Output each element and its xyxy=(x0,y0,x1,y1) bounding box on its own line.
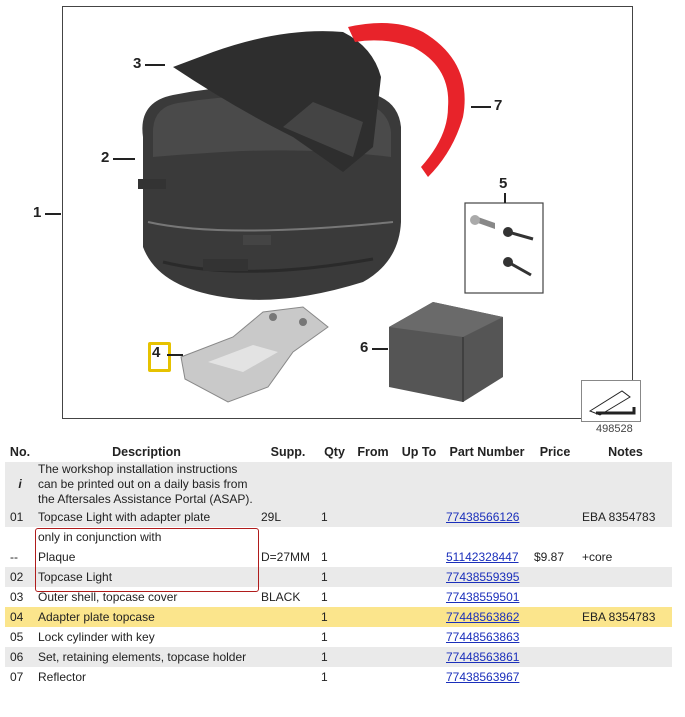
callout-4: 4 xyxy=(152,344,161,361)
table-row-highlighted: 04 Adapter plate topcase 1 77448563862 E… xyxy=(5,607,672,627)
adapter-plate-illustration xyxy=(180,306,329,403)
illustration-number: 498528 xyxy=(596,423,633,435)
part-number-link[interactable]: 77438559501 xyxy=(446,589,520,604)
row-qty: 1 xyxy=(318,567,351,587)
retaining-elements-illustration xyxy=(464,202,544,294)
plaque-box-illustration xyxy=(389,302,503,402)
row-qty: 1 xyxy=(321,589,328,604)
row-no: 07 xyxy=(10,669,24,684)
row-price xyxy=(531,507,579,527)
table-row: 06 Set, retaining elements, topcase hold… xyxy=(5,647,672,667)
table-row: 02 Topcase Light 1 77438559395 xyxy=(5,567,672,587)
callout-4-highlight xyxy=(148,342,171,372)
callout-2: 2 xyxy=(101,149,110,166)
info-icon: i xyxy=(5,462,35,507)
header-part-number: Part Number xyxy=(443,441,531,462)
header-no: No. xyxy=(5,441,35,462)
row-no: 04 xyxy=(5,607,35,627)
arrow-corner-icon xyxy=(581,380,641,422)
row-supp: 29L xyxy=(258,507,318,527)
row-qty: 1 xyxy=(321,549,328,564)
row-part-number[interactable]: 77438566126 xyxy=(443,507,531,527)
callout-5: 5 xyxy=(499,175,508,192)
callout-6: 6 xyxy=(360,339,369,356)
row-qty: 1 xyxy=(318,647,351,667)
leader-line-6 xyxy=(372,348,388,350)
row-supp: BLACK xyxy=(261,589,301,604)
header-from: From xyxy=(351,441,395,462)
header-upto: Up To xyxy=(395,441,443,462)
row-qty: 1 xyxy=(318,507,351,527)
header-notes: Notes xyxy=(579,441,672,462)
row-part-number[interactable]: 77438559501 xyxy=(443,587,531,607)
table-row: only in conjunction with xyxy=(5,527,672,547)
row-description: Topcase Light xyxy=(35,567,258,587)
table-row: -- Plaque D=27MM 1 51142328447 $9.87 +co… xyxy=(5,547,672,567)
row-price: $9.87 xyxy=(534,549,565,564)
row-description: Lock cylinder with key xyxy=(38,629,155,644)
leader-line-3 xyxy=(145,64,165,66)
row-notes: EBA 8354783 xyxy=(579,507,672,527)
exploded-parts-diagram: 1 2 3 4 5 6 7 xyxy=(33,6,633,419)
row-description: Adapter plate topcase xyxy=(35,607,258,627)
row-qty: 1 xyxy=(318,607,351,627)
row-description: Outer shell, topcase cover xyxy=(38,589,178,604)
table-row: 01 Topcase Light with adapter plate 29L … xyxy=(5,507,672,527)
row-description: Reflector xyxy=(38,669,87,684)
row-notes: +core xyxy=(582,549,613,564)
topcase-illustration xyxy=(138,31,401,300)
callout-1: 1 xyxy=(33,204,42,221)
row-qty: 1 xyxy=(321,629,328,644)
row-description: Topcase Light with adapter plate xyxy=(35,507,258,527)
row-description: Plaque xyxy=(38,549,76,564)
table-row: 05 Lock cylinder with key 1 77448563863 xyxy=(5,627,672,647)
row-no: 03 xyxy=(10,589,24,604)
part-number-link[interactable]: 77448563863 xyxy=(446,629,520,644)
row-part-number[interactable]: 51142328447 xyxy=(443,547,531,567)
row-part-number[interactable]: 77438559395 xyxy=(443,567,531,587)
row-no: 06 xyxy=(5,647,35,667)
row-no xyxy=(5,527,35,547)
row-notes: EBA 8354783 xyxy=(579,607,672,627)
info-text: The workshop installation instructions c… xyxy=(35,462,258,507)
header-description: Description xyxy=(35,441,258,462)
part-number-link[interactable]: 77448563862 xyxy=(446,609,520,624)
leader-line-7 xyxy=(471,106,491,108)
row-description: Set, retaining elements, topcase holder xyxy=(35,647,258,667)
part-number-link[interactable]: 77438566126 xyxy=(446,509,520,524)
part-number-link[interactable]: 77448563861 xyxy=(446,649,520,664)
row-no: 01 xyxy=(5,507,35,527)
header-qty: Qty xyxy=(318,441,351,462)
info-row: i The workshop installation instructions… xyxy=(5,462,672,507)
callout-3: 3 xyxy=(133,55,142,72)
part-number-link[interactable]: 77438559395 xyxy=(446,569,520,584)
table-header-row: No. Description Supp. Qty From Up To Par… xyxy=(5,441,672,462)
row-no: -- xyxy=(10,549,18,564)
leader-line-1 xyxy=(45,213,61,215)
row-no: 02 xyxy=(5,567,35,587)
row-part-number[interactable]: 77448563861 xyxy=(443,647,531,667)
row-part-number[interactable]: 77448563863 xyxy=(443,627,531,647)
row-description: only in conjunction with xyxy=(38,529,162,544)
row-supp: D=27MM xyxy=(261,549,311,564)
row-no: 05 xyxy=(10,629,24,644)
part-number-link[interactable]: 51142328447 xyxy=(446,549,519,564)
parts-table: No. Description Supp. Qty From Up To Par… xyxy=(5,441,672,687)
part-number-link[interactable]: 77438563967 xyxy=(446,669,520,684)
row-part-number[interactable]: 77438563967 xyxy=(443,667,531,687)
callout-7: 7 xyxy=(494,97,503,114)
leader-line-4 xyxy=(167,354,183,356)
row-part-number[interactable]: 77448563862 xyxy=(443,607,531,627)
header-price: Price xyxy=(531,441,579,462)
leader-line-2 xyxy=(113,158,135,160)
header-supp: Supp. xyxy=(258,441,318,462)
table-row: 03 Outer shell, topcase cover BLACK 1 77… xyxy=(5,587,672,607)
reflector-strip-illustration xyxy=(348,23,465,177)
leader-line-5 xyxy=(504,193,506,203)
table-row: 07 Reflector 1 77438563967 xyxy=(5,667,672,687)
row-qty: 1 xyxy=(321,669,328,684)
